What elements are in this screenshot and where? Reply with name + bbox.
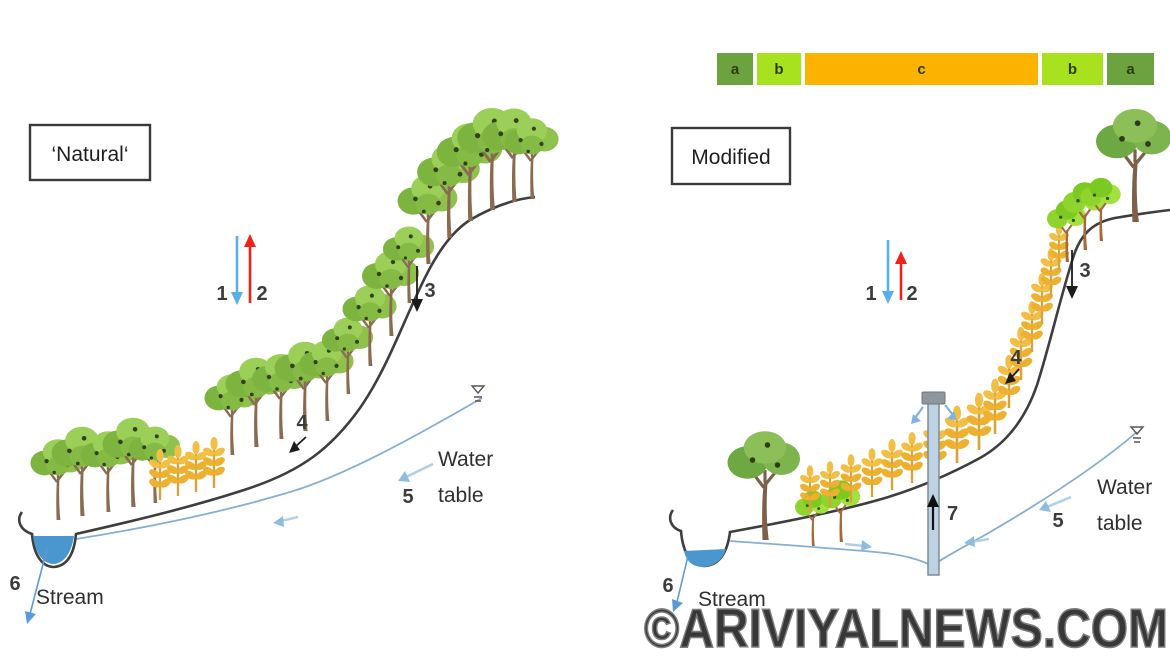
svg-text:table: table [1097, 512, 1143, 535]
modified-diagram: 7 Modified 1 2 3 4 [662, 107, 1170, 612]
evapotranspiration-arrow-2 [244, 234, 256, 303]
pumping-arrow-7 [927, 494, 939, 530]
stream-water [684, 549, 726, 567]
water-table-line [75, 397, 483, 540]
label-5: 5 [402, 486, 413, 508]
label-2: 2 [256, 283, 267, 305]
label-3: 3 [1079, 260, 1090, 282]
legend-segment-b2: b [1042, 53, 1103, 85]
label-3: 3 [424, 280, 435, 302]
groundwater-flow-arrow-5 [1039, 495, 1072, 512]
label-6: 6 [9, 573, 20, 595]
tree-cluster-lower [29, 416, 182, 522]
stream-outflow-arrow-6 [672, 555, 689, 612]
water-table-label: Water table [438, 448, 493, 507]
remnant-tree [1094, 107, 1170, 224]
groundwater-flow-arrow-lower [273, 515, 299, 527]
land-surface [668, 208, 1170, 568]
rainfall-arrow-1 [231, 236, 243, 305]
rainfall-arrow-1 [882, 240, 894, 304]
svg-text:Water: Water [438, 448, 493, 471]
label-1: 1 [865, 283, 876, 305]
runoff-arrow-4 [289, 436, 307, 453]
bore-well [921, 391, 946, 576]
legend-segment-a2: a [1107, 53, 1154, 85]
panel-title-modified: Modified [670, 126, 792, 186]
svg-text:Water: Water [1097, 476, 1152, 499]
svg-text:‘Natural‘: ‘Natural‘ [51, 143, 128, 166]
svg-text:table: table [438, 484, 484, 507]
recharge-arrow-3 [1066, 250, 1078, 299]
runoff-arrow-4 [1005, 368, 1020, 384]
legend-segment-c: c [805, 53, 1038, 85]
legend-segment-a: a [717, 53, 753, 85]
label-6: 6 [662, 575, 673, 597]
label-4: 4 [1010, 347, 1022, 369]
panel-title-natural: ‘Natural‘ [28, 123, 152, 182]
label-7: 7 [947, 503, 958, 525]
label-2: 2 [906, 283, 917, 305]
stream-label: Stream [698, 588, 766, 611]
landuse-legend: a b c b a [717, 53, 1154, 85]
evapotranspiration-arrow-2 [895, 251, 907, 300]
pump-discharge-arrows [911, 404, 957, 424]
flow-to-well-arrows [844, 536, 990, 551]
water-table-label: Water table [1097, 476, 1152, 535]
tree-cluster-mid [203, 339, 355, 457]
label-4: 4 [296, 412, 308, 434]
stream-outflow-arrow-6 [25, 548, 48, 624]
label-5: 5 [1052, 510, 1063, 532]
legend-segment-b: b [757, 53, 801, 85]
groundwater-flow-arrow-5 [398, 462, 434, 482]
stream-label: Stream [36, 586, 104, 609]
recharge-arrow-3 [411, 266, 423, 312]
svg-text:Modified: Modified [691, 146, 770, 169]
label-1: 1 [216, 283, 227, 305]
natural-diagram: ‘Natural‘ 1 2 3 4 5 [9, 106, 560, 624]
stream-water [33, 536, 74, 564]
